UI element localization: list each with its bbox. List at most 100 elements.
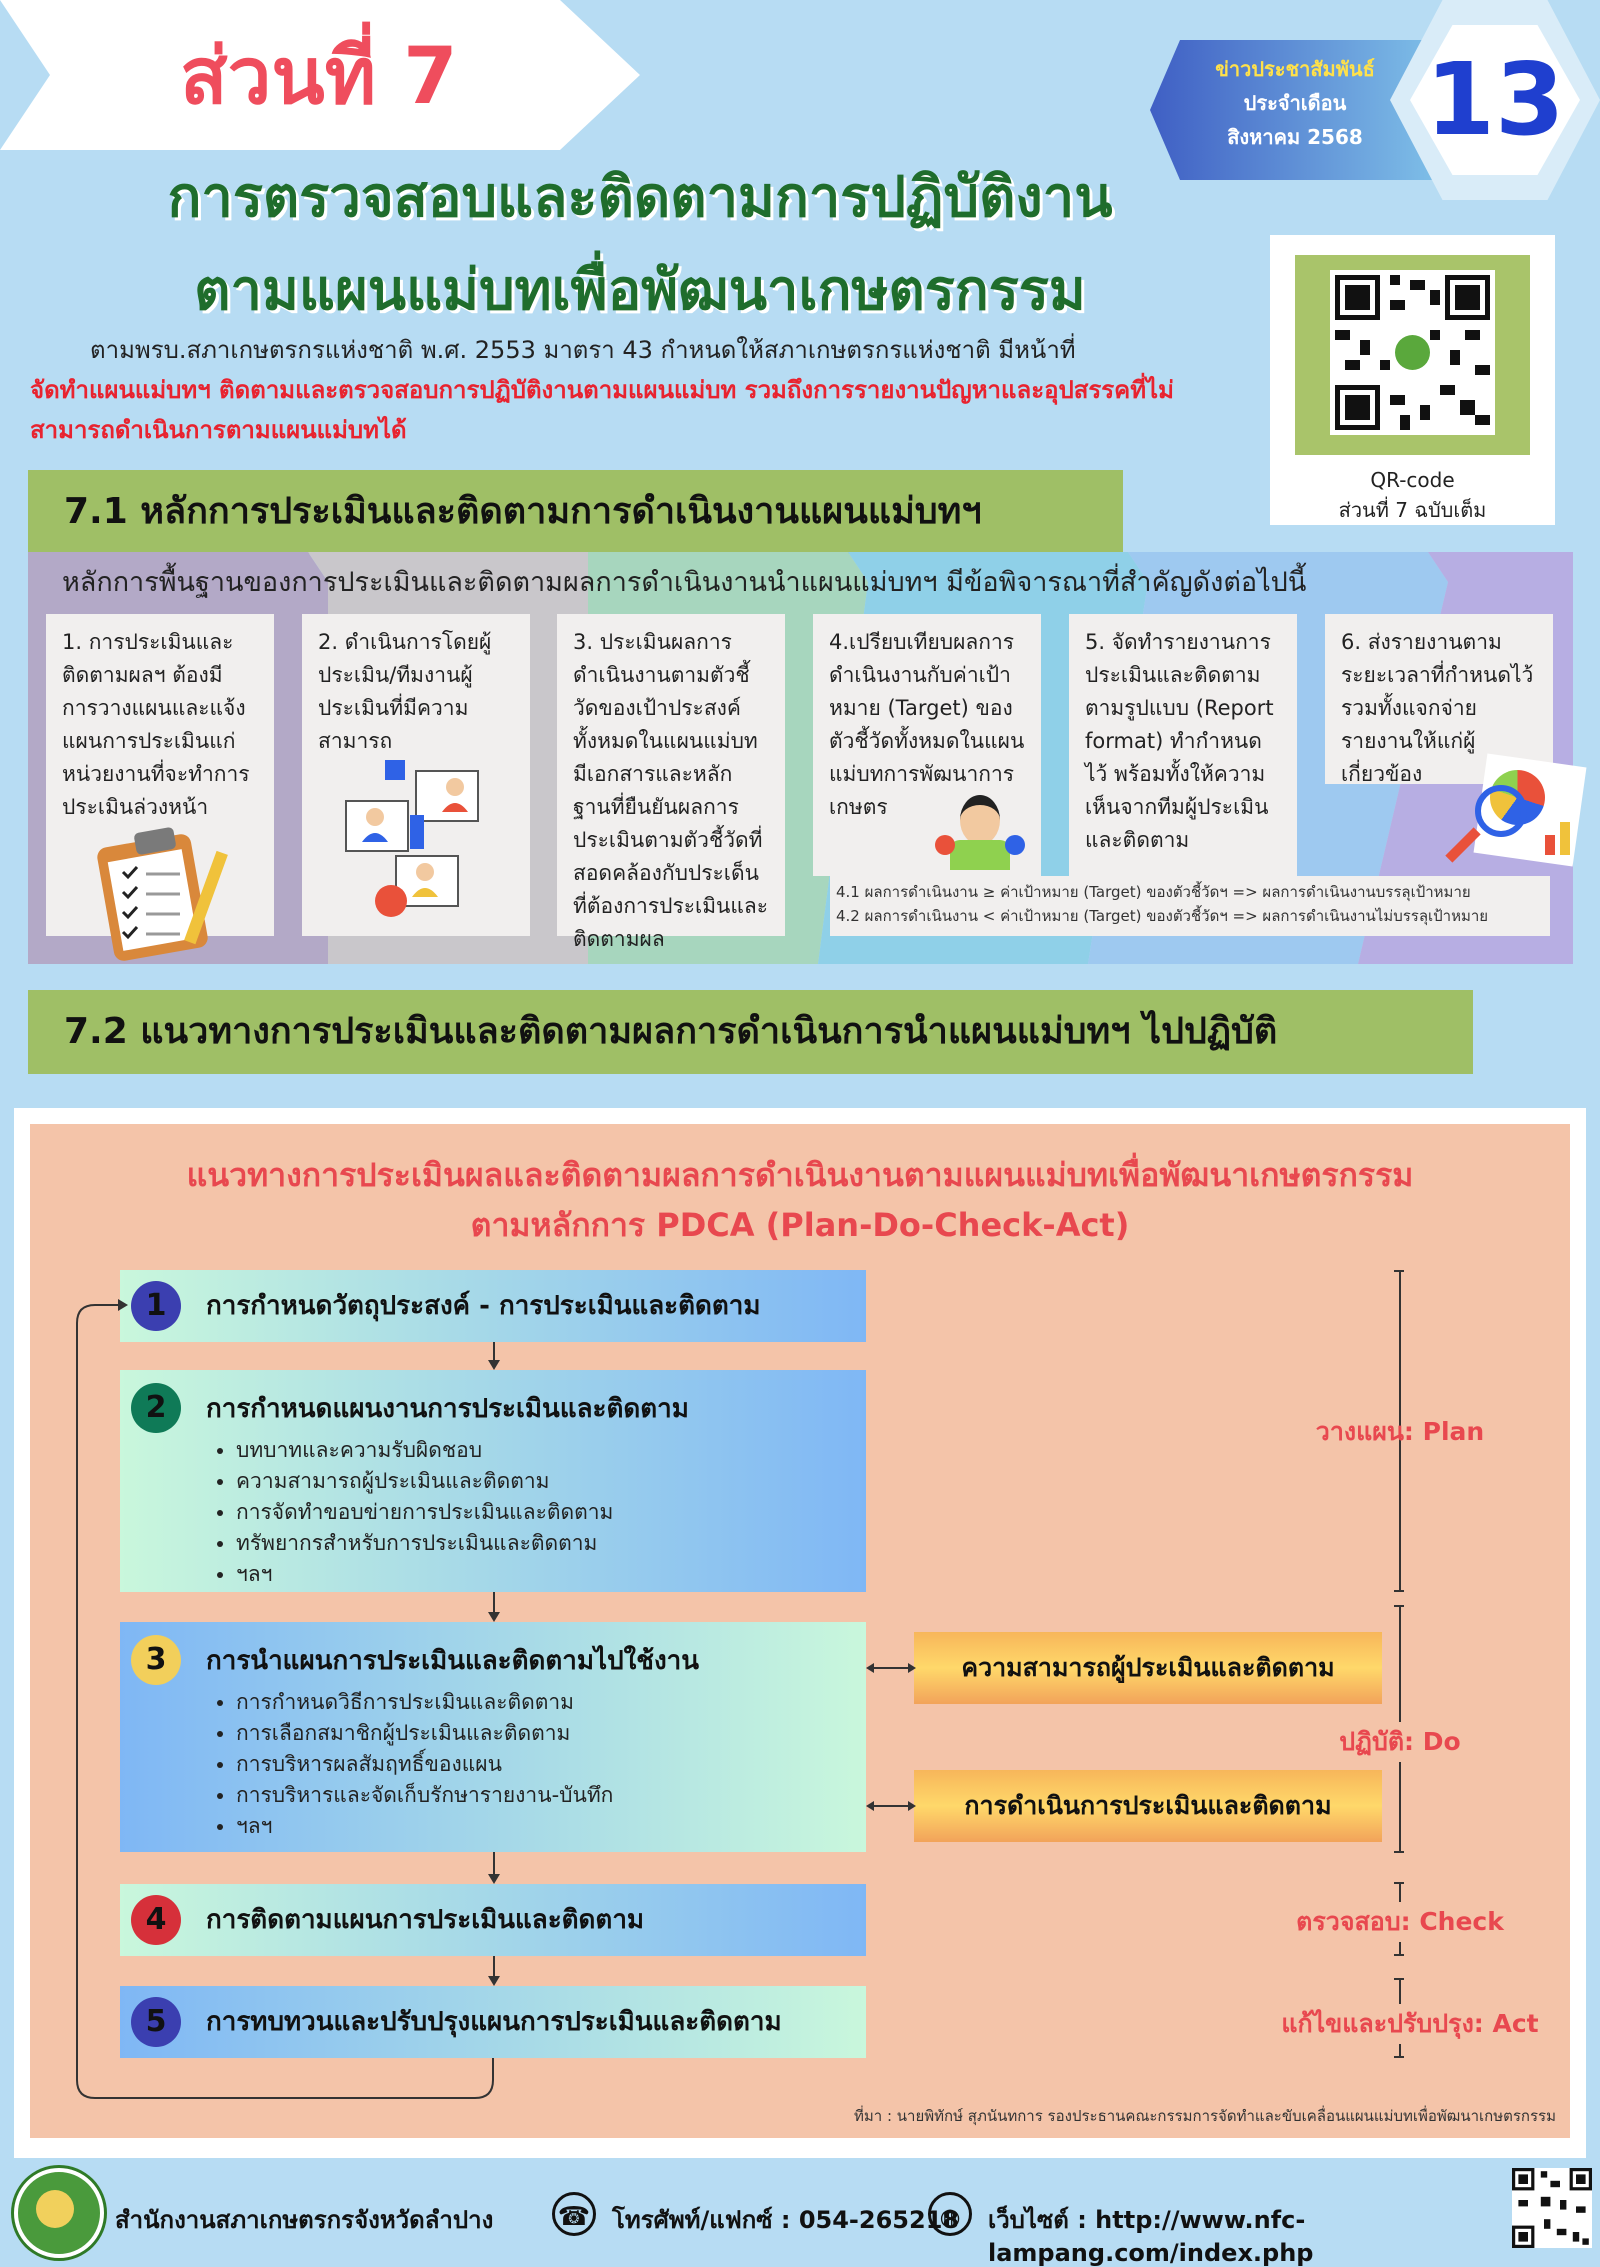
source-credit: ที่มา : นายพิทักษ์ สุภนันทการ รองประธานค… <box>854 2107 1556 2125</box>
step-3-bullets: การกำหนดวิธีการประเมินและติดตาม การเลือก… <box>206 1687 866 1842</box>
list-item: ทรัพยากรสำหรับการประเมินและติดตาม <box>236 1528 866 1559</box>
decor-bar <box>410 815 424 849</box>
badge-line2: ประจำเดือน <box>1243 91 1347 115</box>
bar-icon <box>1545 835 1555 855</box>
step-3-title: การนำแผนการประเมินและติดตามไปใช้งาน <box>206 1646 700 1676</box>
principle-card-6: 6. ส่งรายงานตามระยะเวลาที่กำหนดไว้ รวมทั… <box>1325 614 1553 786</box>
step-2-number: 2 <box>131 1383 181 1433</box>
qr-caption: QR-code ส่วนที่ 7 ฉบับเต็ม <box>1270 465 1555 525</box>
magnifier-icon <box>1475 785 1527 837</box>
qr-code-icon <box>1512 2168 1592 2248</box>
list-item: ฯลฯ <box>236 1559 866 1590</box>
office-logo <box>14 2168 104 2258</box>
connector-line <box>493 1342 495 1360</box>
footer <box>0 2158 1600 2263</box>
person-icon <box>412 863 438 897</box>
team-photo-frame <box>415 770 479 822</box>
phase-bracket-plan <box>1399 1270 1401 1590</box>
newsletter-badge <box>1150 40 1440 180</box>
section71-subtitle: หลักการพื้นฐานของการประเมินและติดตามผลกา… <box>62 567 1307 598</box>
bracket-tick <box>1394 1882 1404 1884</box>
newsletter-badge-text: ข่าวประชาสัมพันธ์ ประจำเดือน สิงหาคม 256… <box>1185 52 1405 154</box>
list-item: การกำหนดวิธีการประเมินและติดตาม <box>236 1687 866 1718</box>
principle-card-4: 4.เปรียบเทียบผลการดำเนินงานกับค่าเป้าหมา… <box>813 614 1041 876</box>
connector-line <box>493 1592 495 1612</box>
issue-hexagon <box>1410 25 1580 175</box>
side-box-evaluator-capability: ความสามารถผู้ประเมินและติดตาม <box>914 1632 1382 1704</box>
qr-code[interactable] <box>1330 270 1495 435</box>
qr-caption-line2: ส่วนที่ 7 ฉบับเต็ม <box>1338 498 1487 522</box>
qr-caption-line1: QR-code <box>1370 468 1455 492</box>
arrow-down-icon <box>488 1612 500 1622</box>
step-1-title: การกำหนดวัตถุประสงค์ - การประเมินและติดต… <box>206 1291 761 1321</box>
issue-number: 13 <box>1425 41 1565 158</box>
step-2-title: การกำหนดแผนงานการประเมินและติดตาม <box>206 1394 689 1424</box>
decor-square <box>385 760 405 780</box>
badge-line3: สิงหาคม 2568 <box>1227 125 1363 149</box>
list-item: การจัดทำขอบข่ายการประเมินและติดตาม <box>236 1497 866 1528</box>
principle-card-3: 3. ประเมินผลการดำเนินงานตามตัวชี้วัดของเ… <box>557 614 785 951</box>
target-comparison-note: 4.1 ผลการดำเนินงาน ≥ ค่าเป้าหมาย (Target… <box>830 876 1550 936</box>
footer-office-name: สำนักงานสภาเกษตรกรจังหวัดลำปาง <box>115 2206 494 2234</box>
intro-paragraph: ตามพรบ.สภาเกษตรกรแห่งชาติ พ.ศ. 2553 มาตร… <box>30 330 1250 450</box>
list-item: บทบาทและความรับผิดชอบ <box>236 1435 866 1466</box>
person-icon <box>442 778 468 812</box>
list-item: การบริหารและจัดเก็บรักษารายงาน-บันทึก <box>236 1780 866 1811</box>
arrow-down-icon <box>488 1874 500 1884</box>
principle-card-5: 5. จัดทำรายงานการประเมินและติดตามตามรูปแ… <box>1069 614 1297 876</box>
connector-line <box>493 1956 495 1976</box>
intro-highlight: จัดทำแผนแม่บทฯ ติดตามและตรวจสอบการปฏิบัต… <box>30 376 1174 444</box>
decor-circle <box>375 885 407 917</box>
bar-icon <box>1560 822 1570 855</box>
ball-icon <box>1005 835 1025 855</box>
double-arrow-icons <box>866 1663 916 1811</box>
note-42: 4.2 ผลการดำเนินงาน < ค่าเป้าหมาย (Target… <box>836 907 1489 925</box>
office-logo-emblem <box>36 2190 74 2228</box>
pdca-title: แนวทางการประเมินผลและติดตามผลการดำเนินงา… <box>30 1150 1570 1250</box>
step-4-title: การติดตามแผนการประเมินและติดตาม <box>206 1905 645 1935</box>
section71-heading: 7.1 หลักการประเมินและติดตามการดำเนินงานแ… <box>28 470 1123 554</box>
badge-line1: ข่าวประชาสัมพันธ์ <box>1215 57 1375 81</box>
bracket-tick <box>1394 1590 1404 1592</box>
bracket-tick <box>1394 1605 1404 1607</box>
bracket-tick <box>1394 1270 1404 1272</box>
phone-icon: ☎ <box>552 2192 596 2236</box>
arrow-down-icon <box>488 1360 500 1370</box>
child-body <box>950 840 1010 870</box>
footer-qr-code[interactable] <box>1512 2168 1592 2248</box>
side-box-evaluation-operation: การดำเนินการประเมินและติดตาม <box>914 1770 1382 1842</box>
ball-icon <box>935 835 955 855</box>
arrow-down-icon <box>488 1976 500 1986</box>
footer-phone: โทรศัพท์/แฟกซ์ : 054-265218 <box>612 2206 960 2234</box>
checklist-icon <box>121 865 180 940</box>
list-item: การเลือกสมาชิกผู้ประเมินและติดตาม <box>236 1718 866 1749</box>
list-item: ฯลฯ <box>236 1811 866 1842</box>
phase-do: ปฏิบัติ: Do <box>1250 1722 1550 1762</box>
step-2-bullets: บทบาทและความรับผิดชอบ ความสามารถผู้ประเม… <box>206 1435 866 1590</box>
step-5-number: 5 <box>131 1997 181 2047</box>
footer-website-link[interactable]: เว็บไซต์ : http://www.nfc-lampang.com/in… <box>988 2206 1314 2267</box>
phase-plan: วางแผน: Plan <box>1315 1417 1485 1446</box>
main-title-line1: การตรวจสอบและติดตามการปฏิบัติงาน <box>167 165 1113 230</box>
phase-check: ตรวจสอบ: Check <box>1250 1902 1550 1942</box>
phase-act: แก้ไขและปรับปรุง: Act <box>1250 2004 1570 2044</box>
bracket-tick <box>1394 2056 1404 2058</box>
intro-normal: ตามพรบ.สภาเกษตรกรแห่งชาติ พ.ศ. 2553 มาตร… <box>90 336 1076 364</box>
connector-line <box>493 1852 495 1874</box>
part-title: ส่วนที่ 7 <box>180 32 458 122</box>
bracket-tick <box>1394 1851 1404 1853</box>
part-banner <box>0 0 640 150</box>
step-1: การกำหนดวัตถุประสงค์ - การประเมินและติดต… <box>120 1270 866 1342</box>
pdca-title-line1: แนวทางการประเมินผลและติดตามผลการดำเนินงา… <box>186 1156 1414 1194</box>
step-2: การกำหนดแผนงานการประเมินและติดตาม บทบาทแ… <box>120 1370 866 1592</box>
feedback-loop-arrow <box>76 1299 494 2099</box>
list-item: การบริหารผลสัมฤทธิ์ของแผน <box>236 1749 866 1780</box>
section72-heading: 7.2 แนวทางการประเมินและติดตามผลการดำเนิน… <box>28 990 1473 1074</box>
child-icon <box>960 795 1000 845</box>
bracket-tick <box>1394 1954 1404 1956</box>
qr-code-icon <box>1335 275 1490 430</box>
person-icon <box>362 808 388 842</box>
bracket-tick <box>1394 1978 1404 1980</box>
step-3: การนำแผนการประเมินและติดตามไปใช้งาน การก… <box>120 1622 866 1852</box>
main-title-line2: ตามแผนแม่บทเพื่อพัฒนาเกษตรกรรม <box>194 258 1086 323</box>
